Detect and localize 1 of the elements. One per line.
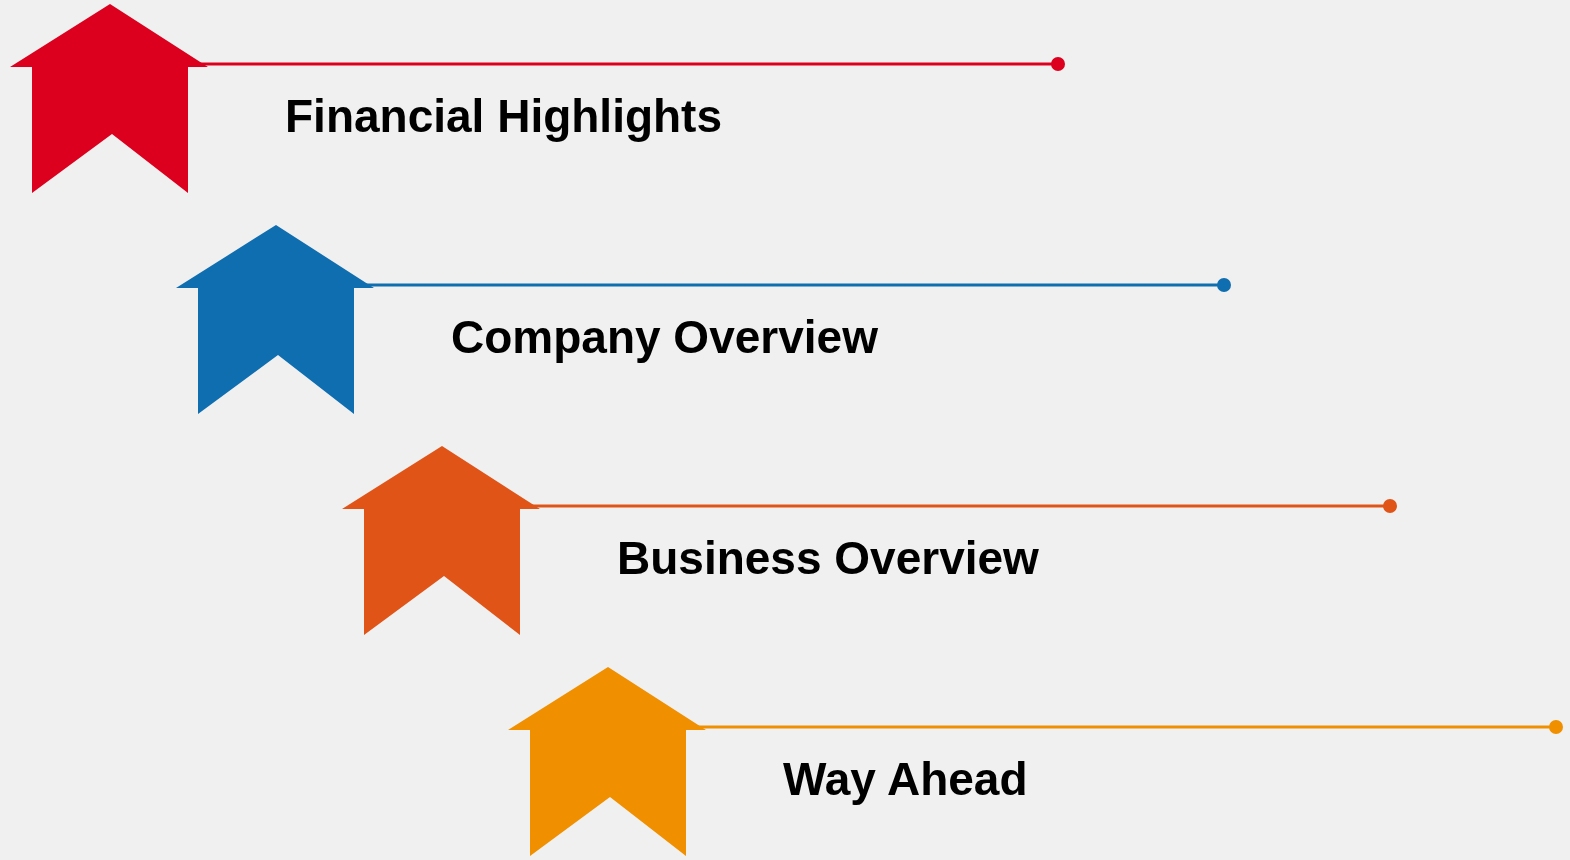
agenda-heading: Business Overview bbox=[617, 535, 1039, 581]
